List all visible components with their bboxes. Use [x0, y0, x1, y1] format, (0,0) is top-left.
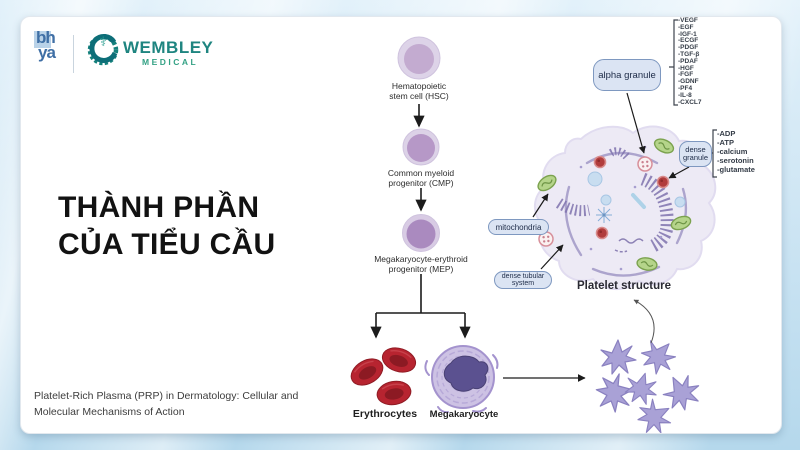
- dense-granule-content-item: -glutamate: [717, 165, 755, 174]
- alpha-granule-content-item: -IL-8: [678, 91, 692, 99]
- alpha-granule-content-item: -TGF-β: [678, 50, 700, 58]
- diagram-canvas: [345, 19, 717, 433]
- citation-line2: Molecular Mechanisms of Action: [34, 406, 185, 418]
- dense-granule-callout-line1: dense: [685, 144, 706, 154]
- erythrocytes-illustration: [345, 343, 420, 408]
- slide-card: bh ya ⚕ WEMBLEY MEDICAL THÀNH PHẦN CỦA T…: [20, 16, 782, 434]
- microtubule-star: [596, 207, 612, 223]
- alpha-granule-content-item: -PDAF: [678, 57, 698, 65]
- citation-line1: Platelet-Rich Plasma (PRP) in Dermatolog…: [34, 390, 299, 402]
- arrow-dense-granule: [668, 166, 690, 179]
- arrow-dense-tubular: [540, 244, 564, 270]
- alpha-granule-content-item: -IGF-1: [678, 30, 697, 38]
- alpha-granule-content-item: -GDNF: [678, 78, 699, 86]
- hsc-label-line1: Hematopoietic: [391, 81, 447, 91]
- partner-logo-monogram-top: bh: [36, 28, 56, 47]
- partner-logo-square: [34, 31, 51, 48]
- wembley-medical-logo-icon: ⚕: [87, 34, 119, 66]
- cmp-label: Common myeloid progenitor (CMP): [356, 168, 486, 188]
- hsc-cell: [397, 36, 441, 80]
- dense-tubular-system-shapes: [555, 147, 674, 253]
- alpha-granule-callout: alpha granule: [593, 59, 661, 91]
- hsc-label: Hematopoietic stem cell (HSC): [354, 81, 484, 101]
- glycogen-rod: [631, 193, 646, 209]
- curve-to-structure-label: [633, 299, 655, 344]
- dense-granule-shape-3: [595, 226, 609, 240]
- partner-logo-monogram-bottom: ya: [38, 43, 56, 62]
- alpha-granule-content-item: -PF4: [678, 84, 693, 92]
- megakaryocyte-label: Megakaryocyte: [429, 409, 499, 420]
- platelet-structure-label: Platelet structure: [577, 280, 671, 292]
- megakaryocyte-nucleus: [443, 355, 489, 392]
- page-title: THÀNH PHẦN CỦA TIỂU CẦU: [58, 189, 275, 263]
- cmp-label-line1: Common myeloid: [387, 168, 455, 178]
- dense-granule-shape: [593, 155, 607, 169]
- cmp-cell: [402, 128, 440, 166]
- platelet-cluster-illustration: [593, 332, 707, 433]
- alpha-granule-contents-list: -VEGF-EGF-IGF-1-ECGF-PDGF-TGF-β-PDAF-HGF…: [678, 17, 702, 106]
- mep-label-line1: Megakaryocyte-erythroid: [374, 254, 468, 264]
- page-title-line1: THÀNH PHẦN: [58, 191, 260, 224]
- cmp-label-line2: progenitor (CMP): [388, 178, 454, 188]
- partner-logo: bh ya: [34, 28, 68, 76]
- dense-granule-content-item: -ATP: [717, 138, 734, 147]
- caduceus-icon: ⚕: [99, 34, 106, 49]
- dense-tubular-callout-line1: dense tubular: [501, 272, 545, 280]
- mitochondria-callout: mitochondria: [488, 219, 549, 235]
- platelet-structure-illustration: [534, 125, 717, 290]
- dense-tubular-callout: dense tubular system: [494, 271, 552, 289]
- page-title-line2: CỦA TIỂU CẦU: [58, 228, 276, 261]
- dense-granule-shape-2: [656, 175, 670, 189]
- brand-subtitle: MEDICAL: [142, 57, 199, 67]
- dense-granule-content-item: -serotonin: [717, 156, 754, 165]
- alpha-granule-content-item: -FGF: [678, 71, 694, 79]
- alpha-granule-content-item: -ECGF: [678, 37, 699, 45]
- arrow-mitochondria: [532, 193, 549, 218]
- mep-label-line2: progenitor (MEP): [388, 264, 454, 274]
- dense-granule-content-item: -calcium: [717, 147, 748, 156]
- vesicles: [587, 171, 686, 208]
- logo-divider: [73, 35, 74, 73]
- dense-tubular-callout-line2: system: [511, 280, 535, 287]
- dense-granule-contents-list: -ADP-ATP-calcium-serotonin-glutamate: [717, 129, 755, 174]
- alpha-granule-bracket: [669, 19, 678, 106]
- branch-connector: [370, 274, 471, 339]
- hsc-label-line2: stem cell (HSC): [389, 91, 449, 101]
- arrow-alpha-granule: [626, 92, 646, 154]
- alpha-granule-content-item: -PDGF: [678, 44, 699, 52]
- mep-cell: [402, 214, 440, 252]
- alpha-granule-content-item: -HGF: [678, 64, 694, 72]
- dense-granule-callout: dense granule: [679, 141, 712, 167]
- megakaryocyte-illustration: [424, 345, 499, 414]
- erythrocytes-label: Erythrocytes: [352, 408, 418, 420]
- alpha-granule-shape: [637, 156, 653, 172]
- citation: Platelet-Rich Plasma (PRP) in Dermatolog…: [34, 388, 298, 420]
- proplatelet-fragments: [424, 354, 499, 414]
- alpha-granule-content-item: -VEGF: [678, 17, 698, 24]
- alpha-granule-content-item: -CXCL7: [678, 98, 702, 106]
- dense-granule-content-item: -ADP: [717, 129, 736, 138]
- brand-name: WEMBLEY: [123, 38, 214, 57]
- dense-granule-callout-line2: granule: [682, 153, 709, 162]
- mep-label: Megakaryocyte-erythroid progenitor (MEP): [356, 254, 486, 274]
- alpha-granule-content-item: -EGF: [678, 23, 694, 31]
